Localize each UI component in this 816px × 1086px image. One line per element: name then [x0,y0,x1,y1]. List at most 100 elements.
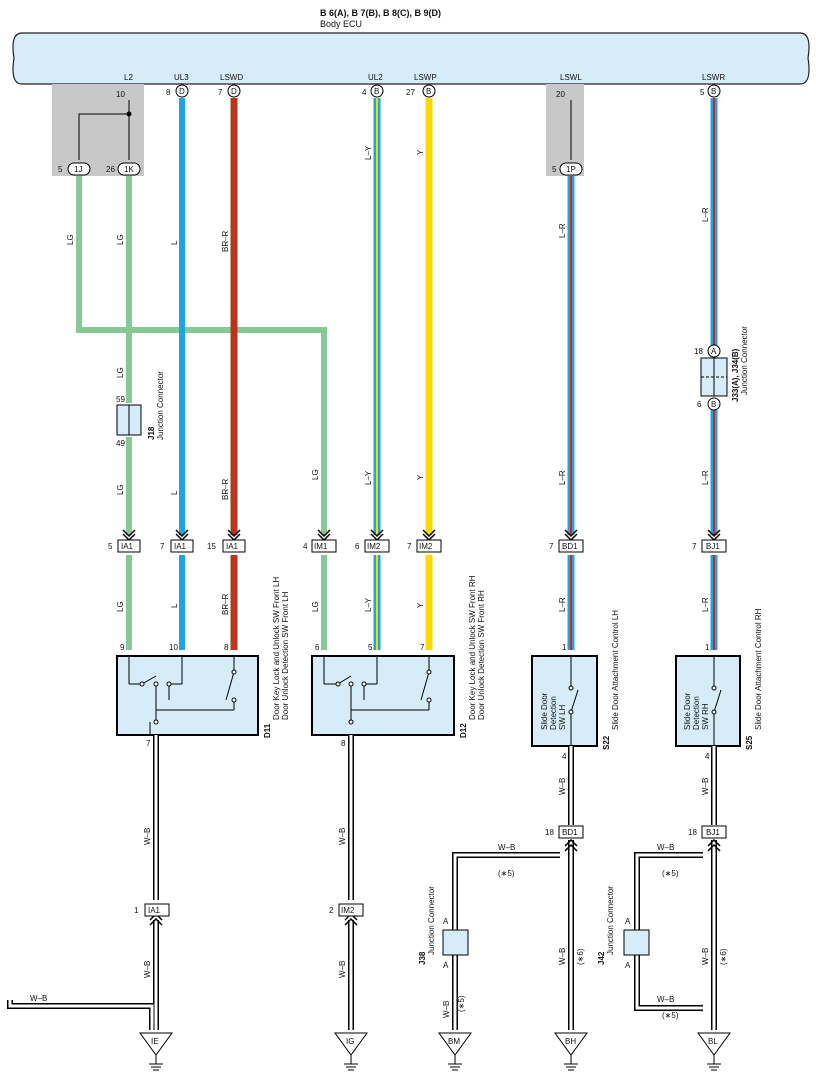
svg-text:LSWR: LSWR [702,73,725,82]
svg-text:5: 5 [552,165,557,174]
svg-text:A: A [625,961,631,970]
svg-text:Door Unlock Detection SW Front: Door Unlock Detection SW Front RH [477,590,486,720]
svg-text:IM1: IM1 [314,542,328,551]
svg-text:BJ1: BJ1 [706,828,720,837]
svg-text:Junction Connector: Junction Connector [156,371,165,440]
svg-text:Slide Door: Slide Door [683,692,692,730]
svg-text:1: 1 [134,906,139,915]
ground-ie: IE [139,1032,173,1071]
svg-text:LSWP: LSWP [414,73,437,82]
svg-text:L–R: L–R [701,597,710,612]
svg-text:7: 7 [160,542,165,551]
ground-bm: BM [438,1032,472,1071]
svg-text:18: 18 [688,828,697,837]
svg-text:IG: IG [346,1037,354,1046]
svg-text:L: L [170,240,179,245]
ground-bh: BH [554,1032,588,1071]
svg-text:5: 5 [700,88,705,97]
svg-text:IE: IE [151,1037,159,1046]
svg-text:L–Y: L–Y [364,145,373,160]
svg-text:L: L [170,603,179,608]
svg-text:B: B [426,87,431,96]
svg-text:10: 10 [116,90,125,99]
svg-text:A: A [625,917,631,926]
wire-l-r [567,98,718,650]
svg-text:4: 4 [362,88,367,97]
svg-text:(∗5): (∗5) [457,995,466,1012]
svg-text:(∗5): (∗5) [662,1011,679,1020]
svg-text:W–B: W–B [143,828,152,845]
s22-switch: 1 Slide Door Detection SW LH 4 S22 Slide… [531,610,620,761]
svg-text:BR–R: BR–R [221,230,230,252]
svg-text:S22: S22 [602,735,611,750]
svg-text:W–B: W–B [30,994,47,1003]
svg-text:10: 10 [169,643,178,652]
svg-text:S25: S25 [745,735,754,750]
wire-lg [76,176,327,650]
svg-text:26: 26 [106,165,115,174]
svg-text:LSWL: LSWL [560,73,582,82]
svg-text:18: 18 [545,828,554,837]
svg-text:BD1: BD1 [562,542,578,551]
svg-text:20: 20 [556,90,565,99]
j42-junction: A A J42 Junction Connector [597,886,650,970]
wb-labels: W–B W–B W–B W–B W–B W–B W–B (∗5) W–B (∗5… [30,778,728,1020]
s25-switch: 1 Slide Door Detection SW RH 4 S25 Slide… [675,608,763,761]
svg-text:5: 5 [58,165,63,174]
svg-text:(∗6): (∗6) [576,948,585,965]
svg-text:Door Key Lock and Unlock SW Fr: Door Key Lock and Unlock SW Front RH [468,575,477,720]
svg-text:6: 6 [697,400,702,409]
svg-text:IM2: IM2 [419,542,433,551]
svg-text:Detection: Detection [549,696,558,730]
svg-text:B: B [711,87,716,96]
svg-text:4: 4 [303,542,308,551]
svg-text:W–B: W–B [657,843,674,852]
svg-text:A: A [711,347,717,356]
svg-text:L–R: L–R [701,470,710,485]
d11-switch: 9 10 8 7 D11 Door Key Lock and Unlock SW… [116,577,290,748]
svg-text:L–R: L–R [558,470,567,485]
svg-text:A: A [443,961,449,970]
d12-switch: 6 5 7 8 D12 Door Key Lock and Unlock SW … [311,575,486,748]
svg-text:D: D [231,87,237,96]
svg-text:BR–R: BR–R [221,593,230,615]
svg-text:IA1: IA1 [148,906,161,915]
svg-text:W–B: W–B [498,843,515,852]
svg-text:W–B: W–B [558,948,567,965]
svg-text:LG: LG [116,484,125,495]
svg-text:7: 7 [146,739,151,748]
svg-text:J18: J18 [147,426,156,440]
svg-text:4: 4 [705,752,710,761]
svg-text:7: 7 [420,643,425,652]
j18-junction: 59 49 J18 Junction Connector [116,371,165,448]
ground-bl: BL [697,1032,731,1071]
svg-text:W–B: W–B [143,961,152,978]
svg-text:BL: BL [708,1037,718,1046]
svg-text:BM: BM [448,1037,460,1046]
svg-text:D12: D12 [459,723,468,738]
svg-text:IM2: IM2 [341,906,355,915]
svg-text:W–B: W–B [338,961,347,978]
ground-ig: IG [334,1032,368,1071]
svg-text:J42: J42 [597,951,606,965]
svg-text:IA1: IA1 [174,542,187,551]
svg-text:Slide Door Attachment Control: Slide Door Attachment Control LH [611,610,620,730]
ecu-pins: L2 UL3 LSWD UL2 LSWP LSWL LSWR 10 8 7 4 … [116,73,725,99]
svg-text:BD1: BD1 [562,828,578,837]
internal-wiring-left [78,100,572,160]
svg-text:LG: LG [66,234,75,245]
svg-text:8: 8 [224,643,229,652]
svg-text:Junction Connector: Junction Connector [427,886,436,955]
svg-text:7: 7 [549,542,554,551]
svg-text:LG: LG [116,601,125,612]
svg-text:4: 4 [562,752,567,761]
inline-connectors: 5 IA1 7 IA1 15 IA1 4 IM1 6 IM2 7 IM2 7 B… [108,529,727,553]
svg-text:LG: LG [311,601,320,612]
svg-text:L2: L2 [124,73,133,82]
svg-text:1K: 1K [124,165,134,174]
svg-text:W–B: W–B [338,828,347,845]
svg-text:6: 6 [355,542,360,551]
svg-text:D: D [179,87,185,96]
svg-text:18: 18 [694,347,703,356]
svg-text:7: 7 [407,542,412,551]
